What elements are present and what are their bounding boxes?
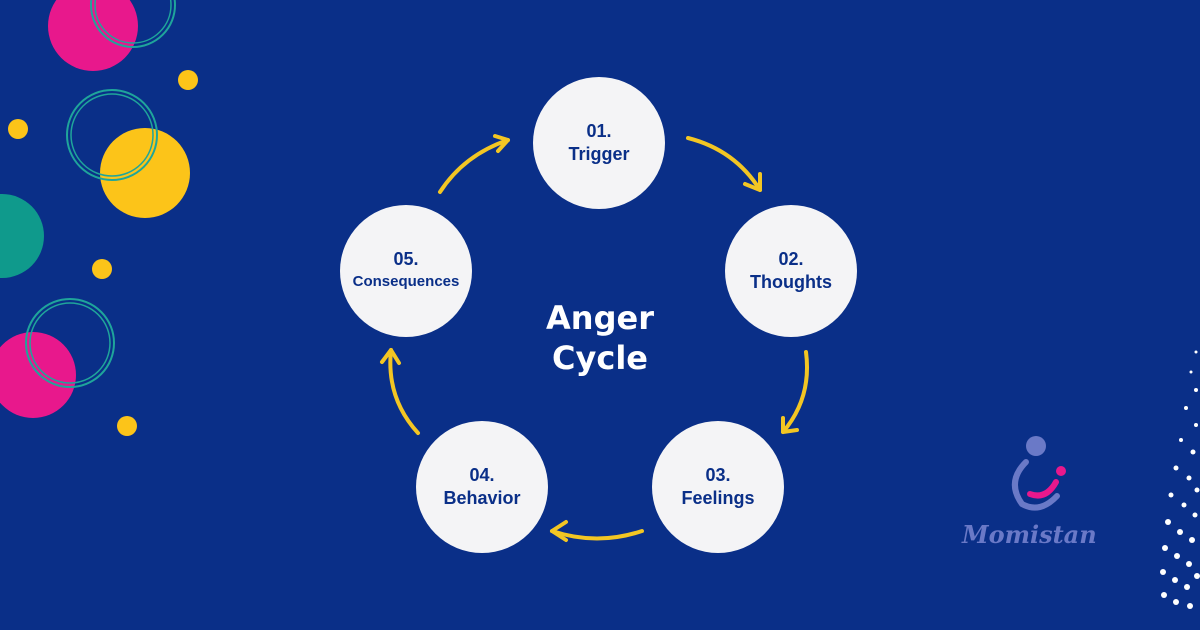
ring-outline-mid-inner bbox=[70, 93, 154, 177]
ring-outline-bottom bbox=[25, 298, 115, 388]
yellow-dot bbox=[92, 259, 112, 279]
arrowhead bbox=[781, 416, 799, 434]
arrow-behavior-to-consequences bbox=[388, 348, 420, 435]
diagram-title: Anger Cycle bbox=[546, 299, 654, 377]
ring-outline-top-inner bbox=[94, 0, 172, 44]
step-number: 03. bbox=[705, 465, 731, 485]
yellow-bubble bbox=[100, 128, 190, 218]
step-label: Consequences bbox=[352, 273, 460, 290]
arrow-feelings-to-behavior bbox=[550, 529, 644, 541]
step-feelings: 03. Feelings bbox=[652, 421, 784, 553]
arrowhead bbox=[743, 172, 762, 192]
step-number: 01. bbox=[586, 121, 612, 141]
ring-outline-mid bbox=[66, 89, 158, 181]
arrow-trigger-to-thoughts bbox=[686, 136, 762, 192]
step-consequences: 05. Consequences bbox=[340, 205, 472, 337]
arrowhead bbox=[380, 348, 401, 365]
momistan-logo-icon bbox=[1012, 436, 1066, 511]
step-number: 02. bbox=[778, 249, 804, 269]
teal-bubble bbox=[0, 194, 44, 278]
step-label: Feelings bbox=[681, 488, 755, 508]
step-label: Thoughts bbox=[750, 272, 832, 292]
step-label: Behavior bbox=[443, 488, 521, 508]
ring-outline-bottom-inner bbox=[29, 302, 111, 384]
yellow-dot bbox=[8, 119, 28, 139]
yellow-dot bbox=[117, 416, 137, 436]
arrow-thoughts-to-feelings bbox=[781, 350, 809, 434]
step-label: Trigger bbox=[568, 144, 630, 164]
arrow-consequences-to-trigger bbox=[438, 138, 510, 194]
ring-outline-top bbox=[90, 0, 176, 48]
step-thoughts: 02. Thoughts bbox=[725, 205, 857, 337]
step-trigger: 01. Trigger bbox=[533, 77, 665, 209]
arrowhead bbox=[550, 520, 568, 542]
pink-bubble-top bbox=[48, 0, 138, 71]
dot-pattern bbox=[1160, 350, 1200, 609]
pink-bubble-bottom bbox=[0, 332, 76, 418]
step-number: 04. bbox=[469, 465, 495, 485]
step-behavior: 04. Behavior bbox=[416, 421, 548, 553]
arrowhead bbox=[493, 134, 510, 153]
brand-name: Momistan bbox=[962, 520, 1097, 549]
yellow-dot bbox=[178, 70, 198, 90]
step-number: 05. bbox=[393, 249, 419, 269]
